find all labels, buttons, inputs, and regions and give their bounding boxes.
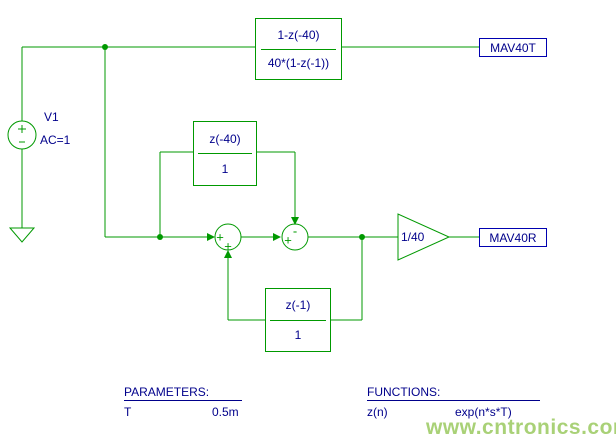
arrowheads bbox=[207, 217, 299, 258]
parameter-value: 0.5m bbox=[212, 405, 239, 419]
function-name: z(n) bbox=[367, 405, 388, 419]
delay-block-z1: z(-1) 1 bbox=[265, 288, 331, 352]
gain-value: 1/40 bbox=[401, 230, 425, 244]
wires bbox=[21, 46, 479, 321]
summer2-left-sign: + bbox=[284, 232, 292, 248]
arrow-into-summer1-bottom bbox=[224, 250, 232, 258]
fraction-bar bbox=[269, 319, 327, 321]
summer1-left-sign: + bbox=[216, 229, 224, 245]
delay-z1-denominator: 1 bbox=[294, 327, 302, 342]
watermark-text: www.cntronics.com bbox=[426, 416, 616, 439]
delay-z40-numerator: z(-40) bbox=[209, 131, 241, 146]
gain-triangle bbox=[397, 213, 451, 261]
transfer-numerator: 1-z(-40) bbox=[277, 27, 320, 42]
delay-block-z40: z(-40) 1 bbox=[193, 121, 257, 186]
functions-underline bbox=[367, 400, 540, 401]
parameters-title: PARAMETERS: bbox=[124, 385, 210, 399]
transfer-denominator: 40*(1-z(-1)) bbox=[267, 56, 330, 71]
source-name: V1 bbox=[44, 110, 59, 124]
voltage-source-symbol bbox=[7, 120, 37, 150]
summer2-top-sign: - bbox=[292, 223, 298, 239]
function-value: exp(n*s*T) bbox=[455, 405, 512, 419]
parameter-name: T bbox=[124, 405, 132, 419]
source-value: AC=1 bbox=[40, 133, 71, 147]
fraction-bar bbox=[261, 48, 336, 50]
plus-mark bbox=[18, 125, 26, 133]
parameters-underline bbox=[124, 400, 242, 401]
summer1-circle bbox=[214, 223, 242, 251]
fraction-bar bbox=[197, 153, 253, 154]
net-label-mav40r-text: MAV40R bbox=[489, 230, 537, 245]
net-label-mav40t-text: MAV40T bbox=[490, 40, 536, 55]
net-label-mav40r: MAV40R bbox=[479, 228, 547, 247]
summer-circles bbox=[214, 223, 309, 251]
net-label-mav40t: MAV40T bbox=[479, 38, 547, 57]
ground-icon bbox=[8, 227, 36, 243]
delay-z40-denominator: 1 bbox=[221, 161, 229, 176]
functions-title: FUNCTIONS: bbox=[367, 385, 441, 399]
arrow-into-summer2-left bbox=[273, 233, 281, 241]
junction-dots bbox=[102, 44, 365, 240]
arrow-into-summer1-left bbox=[207, 233, 215, 241]
arrow-into-summer2-top bbox=[291, 217, 299, 225]
summer2-circle bbox=[281, 223, 309, 251]
summer1-bottom-sign: + bbox=[224, 238, 232, 254]
delay-z1-numerator: z(-1) bbox=[285, 298, 311, 313]
transfer-block: 1-z(-40) 40*(1-z(-1)) bbox=[255, 18, 342, 80]
